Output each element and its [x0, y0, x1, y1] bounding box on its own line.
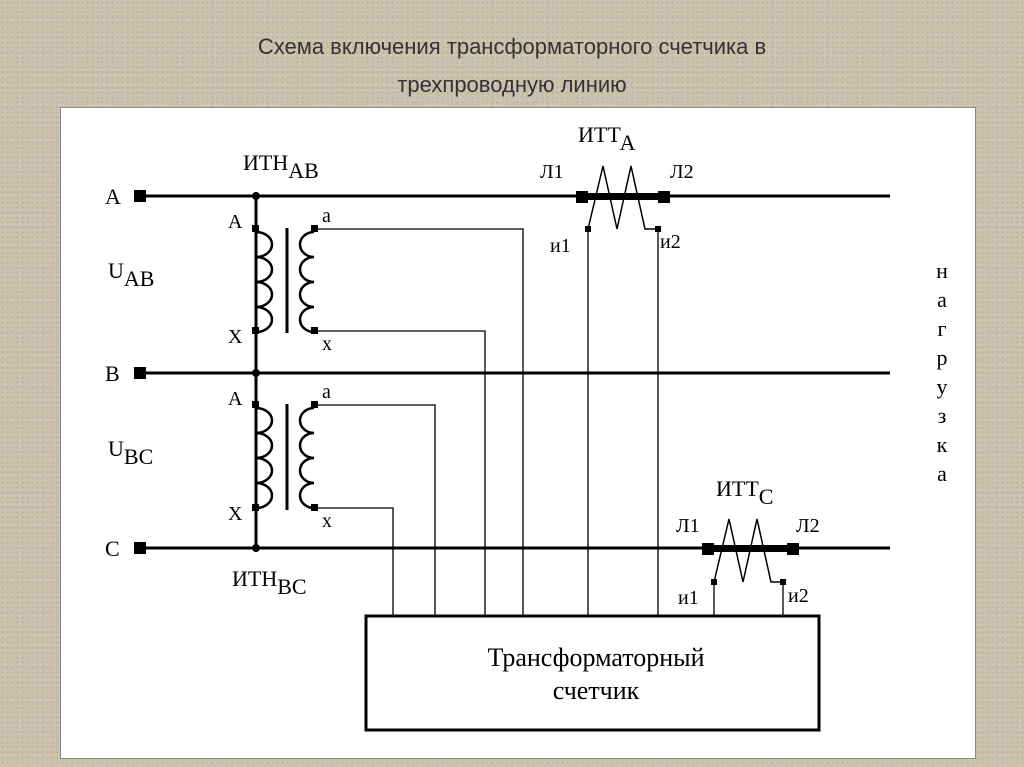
itt-c-winding: [713, 518, 783, 583]
meter-label-line1: Трансформаторный: [487, 643, 704, 672]
title-line-1: Схема включения трансформаторного счетчи…: [257, 34, 767, 59]
itt-c-label: ИТТС: [716, 476, 773, 509]
voltage-transformer-bc: ИТНBC A X a x: [228, 373, 332, 599]
itt-a-bar: [581, 193, 664, 200]
itt-a-winding: [587, 165, 658, 230]
phase-b-terminal: [134, 367, 146, 379]
vt-ab-secondary-coil: [298, 230, 315, 334]
vt-bc-terminal-x: x: [322, 510, 332, 532]
vt-ab-terminal-X: X: [228, 326, 243, 348]
phase-c-label: C: [105, 536, 120, 561]
vt-bc-secondary-coil: [298, 406, 315, 510]
current-transformer-a: ИТТА Л1 Л2 и1 и2: [540, 122, 694, 616]
load-letter: р: [937, 345, 948, 370]
slide-title: Схема включения трансформаторного счетчи…: [0, 28, 1024, 104]
meter-label-line2: счетчик: [553, 676, 640, 705]
meter-box: [364, 614, 821, 732]
itt-a-i1: и1: [550, 235, 571, 257]
load-letter: а: [937, 461, 947, 486]
itt-c-i1: и1: [678, 587, 699, 609]
phase-b-label: B: [105, 361, 120, 386]
vt-bc-primary-coil: [255, 406, 274, 510]
transformer-meter: Трансформаторный счетчик: [364, 614, 821, 732]
itt-a-l1: Л1: [540, 161, 564, 183]
load-letter: у: [937, 374, 948, 399]
vt-ab-terminal-a: a: [322, 205, 331, 227]
itt-a-i2: и2: [660, 231, 681, 253]
title-line-2: трехпроводную линию: [397, 72, 627, 97]
voltage-ubc-label: UBC: [108, 436, 153, 469]
phase-a-terminal: [134, 190, 146, 202]
load-label: н а г р у з к а: [936, 258, 948, 486]
itt-c-l1: Л1: [676, 515, 700, 537]
load-letter: к: [937, 432, 948, 457]
itn-ab-label: ИТНAB: [243, 150, 319, 183]
vt-secondary-wiring: [318, 228, 524, 616]
load-letter: а: [937, 287, 947, 312]
itt-c-l2: Л2: [796, 515, 820, 537]
itt-a-l2: Л2: [670, 161, 694, 183]
vt-ab-primary-coil: [255, 230, 274, 334]
phase-c-terminal: [134, 542, 146, 554]
vt-ab-terminal-x: x: [322, 333, 332, 355]
vt-bc-terminal-a: a: [322, 381, 331, 403]
itn-bc-label: ИТНBC: [232, 566, 307, 599]
vt-bc-terminal-X: X: [228, 503, 243, 525]
phase-a-label: A: [105, 184, 121, 209]
itt-a-label: ИТТА: [578, 122, 636, 155]
current-transformer-c: ИТТС Л1 Л2 и1 и2: [676, 476, 820, 616]
load-letter: н: [936, 258, 948, 283]
vt-ab-terminal-A: A: [228, 211, 243, 233]
vt-bc-terminal-A: A: [228, 388, 243, 410]
itt-c-i2: и2: [788, 585, 809, 607]
load-letter: г: [937, 316, 946, 341]
voltage-transformer-ab: ИТНAB A X a x: [228, 150, 332, 377]
voltage-uab-label: UAB: [108, 258, 154, 291]
load-letter: з: [938, 403, 947, 428]
